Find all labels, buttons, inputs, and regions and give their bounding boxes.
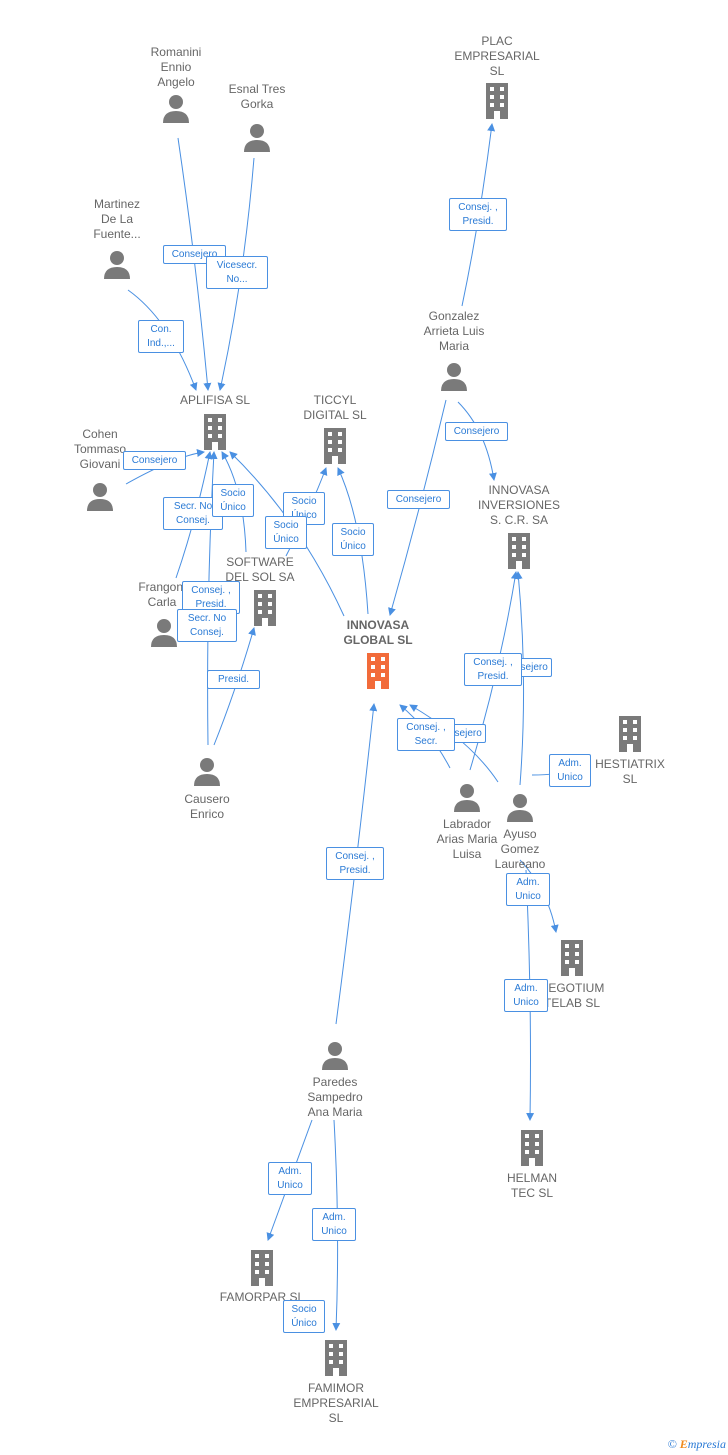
person-icon (507, 794, 533, 822)
node-ticcyl[interactable]: TICCYL DIGITAL SL (288, 393, 382, 464)
node-label: Gonzalez Arrieta Luis Maria (423, 309, 485, 353)
node-label: TICCYL DIGITAL SL (303, 393, 367, 422)
person-icon (441, 363, 467, 391)
building-icon (521, 1130, 543, 1166)
node-label: PLAC EMPRESARIAL SL (454, 34, 540, 78)
relation-label[interactable]: Socio Único (265, 516, 307, 549)
node-label: Ayuso Gomez Laureano (494, 827, 546, 871)
relation-label[interactable]: Socio Único (332, 523, 374, 556)
relation-label[interactable]: Consejero (445, 422, 508, 441)
person-icon (151, 619, 177, 647)
person-icon (163, 95, 189, 123)
building-icon (508, 533, 530, 569)
node-gonzalez[interactable]: Gonzalez Arrieta Luis Maria (408, 309, 500, 391)
node-label: Martinez De La Fuente... (93, 197, 141, 241)
node-causero[interactable]: Causero Enrico (164, 756, 250, 822)
node-label: Labrador Arias Maria Luisa (436, 817, 498, 861)
building-icon (561, 940, 583, 976)
node-label: Paredes Sampedro Ana Maria (307, 1075, 363, 1119)
relation-label[interactable]: Adm. Unico (268, 1162, 312, 1195)
relation-label[interactable]: Consejero (123, 451, 186, 470)
node-martinez[interactable]: Martinez De La Fuente... (72, 197, 162, 279)
relation-label[interactable]: Adm. Unico (312, 1208, 356, 1241)
brand-name: mpresia (687, 1437, 726, 1451)
node-label: Causero Enrico (184, 792, 230, 821)
person-icon (104, 251, 130, 279)
relation-label[interactable]: Consej. , Presid. (182, 581, 240, 614)
node-ayuso[interactable]: Ayuso Gomez Laureano (486, 792, 554, 872)
node-famimor[interactable]: FAMIMOR EMPRESARIAL SL (286, 1340, 386, 1426)
node-innovasa-inv[interactable]: INNOVASA INVERSIONES S. C.R. SA (468, 483, 570, 569)
person-icon (454, 784, 480, 812)
node-hestiatrix[interactable]: HESTIATRIX SL (586, 716, 674, 787)
relation-label[interactable]: Vicesecr. No... (206, 256, 268, 289)
node-label: HESTIATRIX SL (595, 757, 665, 786)
building-icon (367, 653, 389, 689)
node-romanini[interactable]: Romanini Ennio Angelo (128, 45, 224, 123)
node-label: INNOVASA INVERSIONES S. C.R. SA (477, 483, 561, 527)
relation-label[interactable]: Socio Único (212, 484, 254, 517)
building-icon (324, 428, 346, 464)
person-icon (322, 1042, 348, 1070)
node-label: Frangoni Carla (138, 580, 186, 609)
relation-label[interactable]: Adm. Unico (504, 979, 548, 1012)
node-esnal[interactable]: Esnal Tres Gorka (210, 82, 304, 152)
building-icon (325, 1340, 347, 1376)
node-aplifisa[interactable]: APLIFISA SL (168, 393, 262, 450)
relation-label[interactable]: Socio Único (283, 1300, 325, 1333)
building-icon (619, 716, 641, 752)
node-paredes[interactable]: Paredes Sampedro Ana Maria (290, 1040, 380, 1120)
node-helman[interactable]: HELMAN TEC SL (490, 1130, 574, 1201)
node-labrador[interactable]: Labrador Arias Maria Luisa (424, 782, 510, 862)
person-icon (244, 124, 270, 152)
node-famorpar[interactable]: FAMORPAR SL (212, 1250, 312, 1305)
node-label: INNOVASA GLOBAL SL (343, 618, 413, 647)
copyright-symbol: © (667, 1437, 677, 1451)
node-cohen[interactable]: Cohen Tommaso Giovani (56, 427, 144, 511)
node-label: Romanini Ennio Angelo (150, 45, 202, 89)
node-software[interactable]: SOFTWARE DEL SOL SA (214, 555, 306, 626)
relation-label[interactable]: Consej. , Presid. (464, 653, 522, 686)
node-label: Esnal Tres Gorka (228, 82, 286, 111)
node-label: HELMAN TEC SL (506, 1171, 557, 1200)
node-innovasa-global[interactable]: INNOVASA GLOBAL SL (330, 618, 426, 689)
relation-label[interactable]: Consej. , Secr. (397, 718, 455, 751)
relation-label[interactable]: Consej. , Presid. (449, 198, 507, 231)
building-icon (254, 590, 276, 626)
node-label: APLIFISA SL (179, 393, 251, 407)
relation-label[interactable]: Con. Ind.,... (138, 320, 184, 353)
relation-label[interactable]: Consejero (387, 490, 450, 509)
building-icon (486, 83, 508, 119)
building-icon (251, 1250, 273, 1286)
brand-logo: © Empresia (668, 1437, 726, 1452)
node-label: SOFTWARE DEL SOL SA (225, 555, 295, 584)
node-negotium[interactable]: NEGOTIUM TELAB SL (532, 940, 612, 1011)
relation-label[interactable]: Adm. Unico (549, 754, 591, 787)
node-plac[interactable]: PLAC EMPRESARIAL SL (446, 34, 548, 119)
person-icon (194, 758, 220, 786)
node-label: FAMIMOR EMPRESARIAL SL (293, 1381, 379, 1425)
node-frangoni[interactable]: Frangoni Carla (120, 580, 204, 647)
relation-label[interactable]: Secr. No Consej. (177, 609, 237, 642)
relation-label[interactable]: Adm. Unico (506, 873, 550, 906)
edge-ayuso-innovasa-inv (514, 571, 525, 786)
node-label: NEGOTIUM TELAB SL (539, 981, 605, 1010)
node-label: Cohen Tommaso Giovani (73, 427, 126, 471)
person-icon (87, 483, 113, 511)
relation-label[interactable]: Presid. (207, 670, 260, 689)
edge-gonzalez-innovasa-inv (457, 401, 497, 481)
brand-initial: E (679, 1437, 688, 1451)
building-icon (204, 414, 226, 450)
relation-label[interactable]: Consej. , Presid. (326, 847, 384, 880)
